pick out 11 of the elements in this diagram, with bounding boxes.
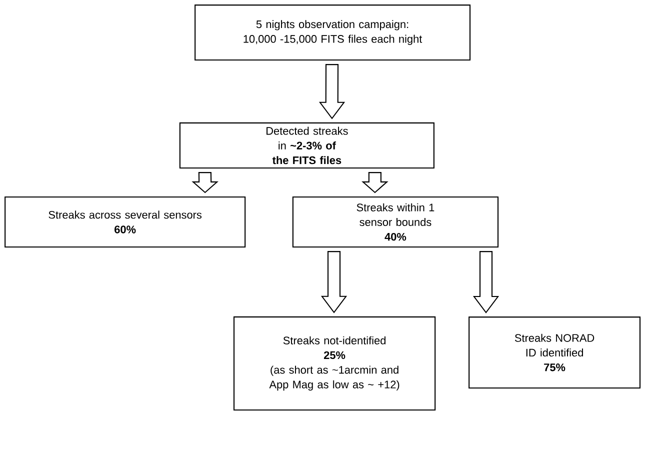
block-arrow (472, 251, 500, 314)
process-box: 5 nights observation campaign: 10,000 -15,000 FITS files each night (194, 4, 471, 61)
block-arrow (192, 172, 218, 194)
block-arrow (362, 172, 388, 194)
block-arrow (318, 64, 346, 120)
block-arrow (320, 251, 348, 314)
process-box: Streaks NORAD ID identified 75% (468, 316, 641, 389)
process-box: Streaks not-identified 25% (as short as ~1arcmin and App Mag as low as ~ +12) (233, 316, 436, 411)
process-box: Streaks within 1 sensor bounds 40% (292, 196, 499, 248)
process-box: Streaks across several sensors 60% (4, 196, 246, 248)
process-box: Detected streaks in ~2-3% of the FITS files (179, 122, 434, 169)
